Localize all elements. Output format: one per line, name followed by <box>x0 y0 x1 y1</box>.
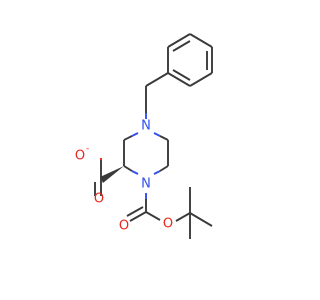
bond <box>167 33 191 48</box>
benzene-ring <box>145 33 213 87</box>
bond <box>131 132 139 137</box>
bond <box>189 33 213 48</box>
bond <box>123 165 133 172</box>
structure-drawing: N N O - O O O <box>75 33 213 239</box>
bond <box>189 72 213 87</box>
atom-oxygen-carboxylate: O <box>75 149 85 164</box>
bond <box>172 40 191 52</box>
bond <box>189 212 213 227</box>
bond <box>159 135 169 141</box>
bond <box>123 135 133 141</box>
atom-nitrogen-top: N <box>141 119 151 134</box>
bond <box>126 206 144 217</box>
wedge-bond <box>100 166 124 183</box>
atom-nitrogen-bottom: N <box>141 177 151 192</box>
bond <box>175 212 191 222</box>
bond <box>167 72 191 87</box>
atom-oxygen-carbamate-double: O <box>119 219 129 234</box>
bond <box>131 170 139 175</box>
negative-charge: - <box>86 144 89 154</box>
atom-oxygen-carbamate-ester: O <box>163 217 173 232</box>
tert-butyl-group <box>175 187 213 239</box>
bond <box>145 72 169 87</box>
bond <box>153 132 161 137</box>
carbamate-group <box>126 206 161 222</box>
bond <box>129 211 147 222</box>
molecule-diagram: N N O - O O O <box>74 33 213 239</box>
bond <box>159 165 169 172</box>
piperazine-ring <box>123 132 169 175</box>
atom-oxygen-carboxylate-double: O <box>94 192 104 207</box>
carboxylate-group <box>94 158 102 196</box>
bond <box>172 69 191 81</box>
bond <box>145 211 161 221</box>
bond <box>153 170 161 175</box>
